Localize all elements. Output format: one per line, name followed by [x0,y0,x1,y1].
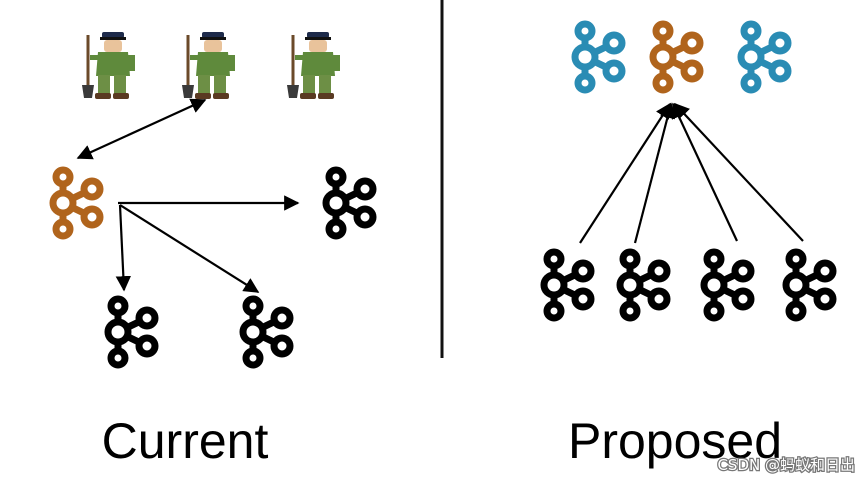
watermark-text: CSDN @蚂蚁和日出 [717,456,855,474]
proposed-arrows [579,102,804,244]
arrow-to-orange-1 [579,102,671,244]
kafka-node-black-icon [243,299,290,365]
proposed-label: Proposed [568,413,782,469]
kafka-node-orange-icon [53,170,100,236]
kafka-node-orange-icon [653,24,700,90]
kafka-node-black-icon [544,252,591,318]
arrow-orange-to-bottom-right [119,204,260,293]
kafka-node-blue-icon [741,24,788,90]
kafka-node-black-icon [326,170,373,236]
kafka-node-black-icon [704,252,751,318]
arrow-to-orange-4 [673,102,804,242]
worker-icon [80,30,137,101]
arrow-worker-to-orange [76,98,207,160]
kafka-node-black-icon [786,252,833,318]
arrow-to-orange-3 [671,102,738,242]
current-label: Current [102,413,269,469]
worker-icon [180,30,237,101]
current-arrows [76,98,300,293]
kafka-node-blue-icon [575,24,622,90]
arrow-orange-to-bottom-left [115,204,132,292]
worker-icon [285,30,342,101]
kafka-node-black-icon [108,299,155,365]
kafka-node-black-icon [620,252,667,318]
arrow-to-orange-2 [633,102,675,244]
